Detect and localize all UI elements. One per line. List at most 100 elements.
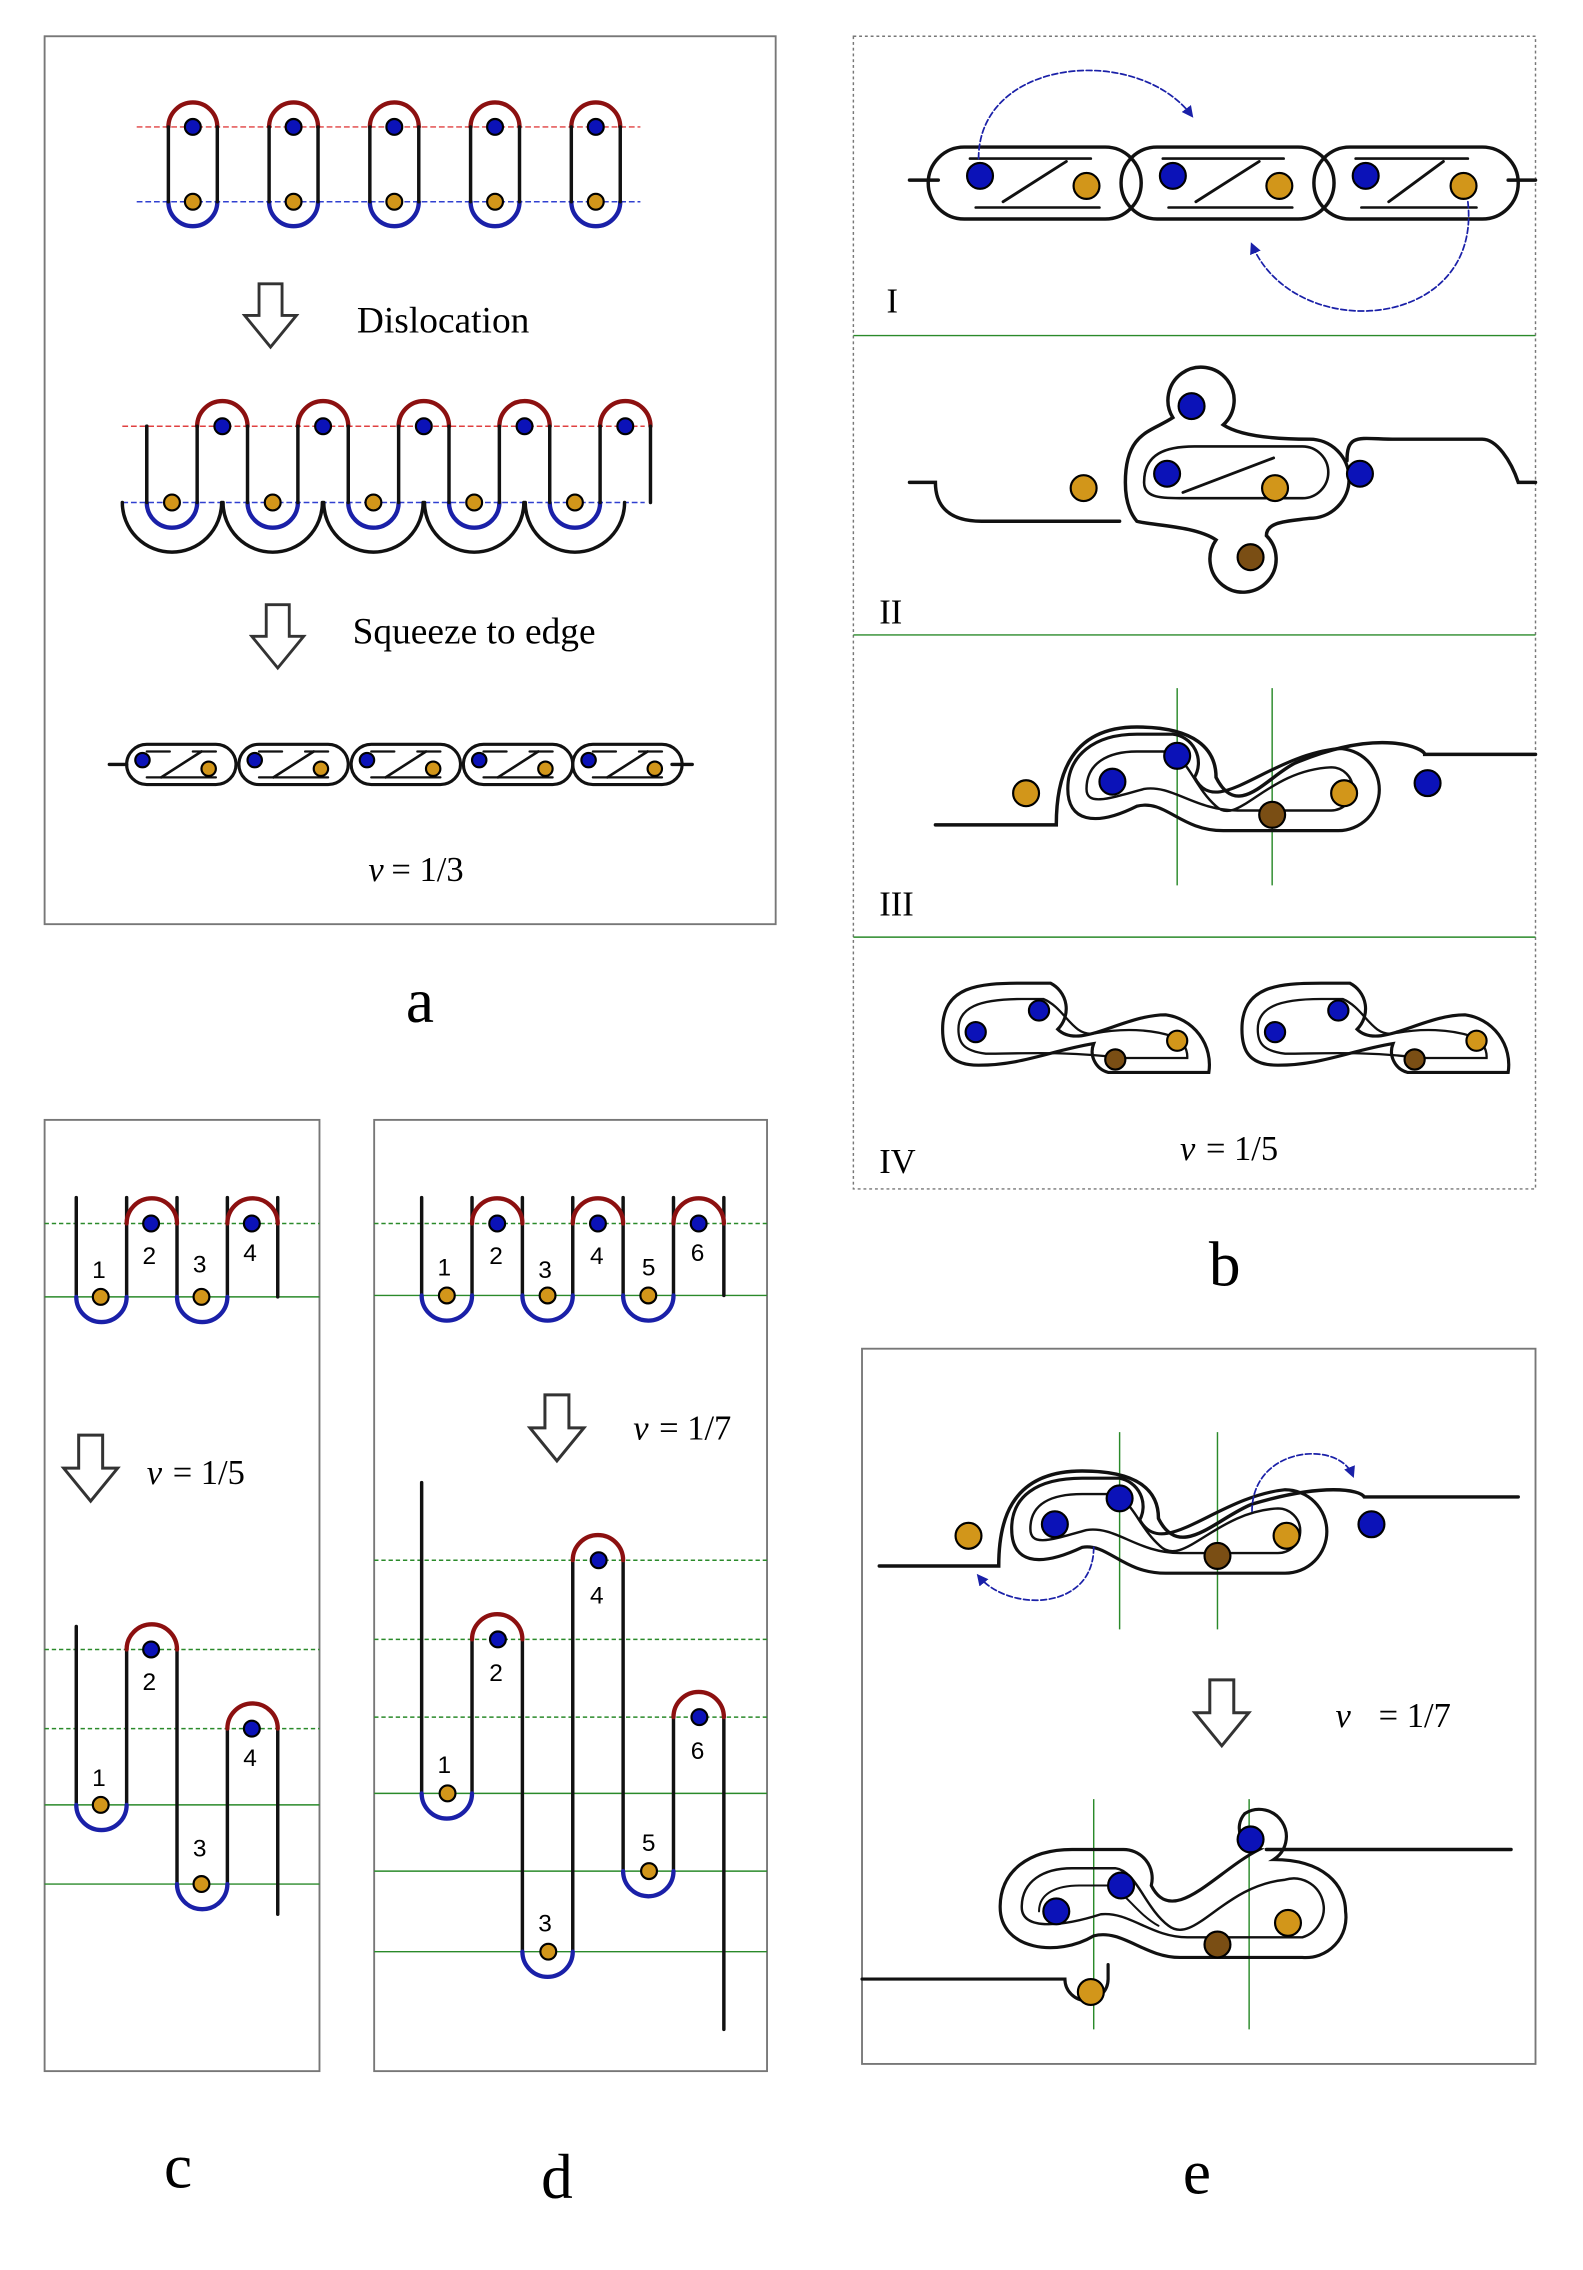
squeezed-inner-loop: [257, 750, 330, 779]
red-loop-arc: [225, 1196, 280, 1226]
red-loop-arc: [569, 100, 623, 130]
blue-loop-arc: [174, 1881, 230, 1912]
blue-charge: [1027, 999, 1051, 1022]
blue-charge: [1413, 769, 1442, 798]
blue-charge: [246, 751, 263, 769]
outer-loop: [1119, 145, 1336, 221]
nu-value: = 1/5: [173, 1454, 245, 1492]
outer-loop: [1123, 365, 1351, 594]
brown-charge: [1203, 1930, 1232, 1959]
hidden: [523, 500, 627, 554]
hidden: [221, 500, 325, 554]
charge-number: 2: [489, 1660, 503, 1687]
stage-1-chain: [907, 69, 1538, 312]
outer-loop: [998, 1807, 1348, 1960]
hop-arrow: [976, 1546, 1095, 1602]
orange-charge: [1265, 171, 1294, 200]
panel-b: I II III IV v = 1/5: [852, 35, 1538, 1190]
a-top-loops: [166, 100, 623, 229]
blue-charge: [588, 1214, 607, 1233]
orange-charge: [586, 192, 605, 211]
nu-symbol: v: [1335, 1697, 1351, 1735]
orange-charge: [1465, 1029, 1488, 1052]
blue-loop-arc: [419, 1293, 475, 1323]
chain-line: [933, 725, 1538, 827]
orange-charge: [162, 493, 181, 512]
blue-charge: [1163, 741, 1192, 770]
red-loop-arc: [266, 100, 321, 130]
blue-charge: [486, 117, 505, 136]
stage-2-chain: [907, 365, 1538, 594]
orange-charge: [1076, 1977, 1105, 2007]
blue-charge: [1107, 1871, 1136, 1900]
red-loop-arc: [468, 100, 522, 130]
hidden: [120, 500, 224, 554]
charge-number: 4: [243, 1745, 257, 1772]
blue-charge: [1040, 1510, 1069, 1539]
squeeze-label: Squeeze to edge: [353, 612, 596, 653]
red-loop-arc: [295, 398, 351, 429]
charge-number: 6: [691, 1738, 705, 1765]
blue-charge: [689, 1214, 708, 1233]
squeezed-outer-loop: [349, 742, 463, 787]
blue-loop-arc: [74, 1294, 129, 1325]
blue-charge: [488, 1214, 507, 1233]
inner-loop: [1354, 157, 1478, 209]
panel-d-border: [373, 1118, 768, 2073]
red-loop-arc: [124, 1196, 180, 1226]
blue-loop-arc: [144, 500, 200, 530]
orange-charge: [200, 760, 217, 778]
blue-charge: [358, 751, 376, 769]
charge-number: 1: [437, 1254, 451, 1281]
stage-label-4: IV: [879, 1143, 915, 1181]
orange-charge: [424, 760, 442, 778]
blue-loop-arc: [547, 500, 603, 530]
squeezed-outer-loop: [125, 742, 238, 787]
e-top-chain: [877, 1432, 1520, 1630]
outer-loop: [1010, 1476, 1329, 1575]
squeezed-inner-loop: [370, 750, 442, 779]
chain-line: [877, 1469, 1520, 1568]
blue-loop-arc: [419, 1791, 475, 1821]
red-loop-arc: [166, 100, 220, 130]
blue-loop-arc: [520, 1293, 575, 1323]
panel-c-border: [43, 1118, 321, 2073]
orange-charge: [539, 1942, 558, 1961]
hidden: [422, 500, 526, 554]
nu-symbol: v: [368, 851, 384, 889]
blue-loop-arc: [520, 1949, 575, 1979]
charge-number: 3: [538, 1911, 552, 1938]
blue-charge: [183, 117, 202, 136]
charge-number: 1: [92, 1257, 106, 1284]
orange-charge: [192, 1287, 211, 1306]
charge-number: 2: [142, 1669, 156, 1696]
down-arrow-icon: [62, 1433, 120, 1503]
outer-loop: [941, 981, 1211, 1074]
charge-number: 4: [590, 1243, 604, 1270]
blue-loop-arc: [367, 199, 421, 229]
orange-charge: [465, 493, 484, 512]
outer-loop: [1312, 145, 1520, 221]
blue-charge: [1098, 767, 1127, 796]
blue-charge: [1177, 392, 1206, 421]
squeezed-inner-loop: [591, 750, 664, 779]
orange-charge: [486, 192, 505, 211]
orange-charge: [1330, 779, 1359, 808]
hop-arrow: [977, 69, 1194, 160]
nu-symbol: v: [1180, 1130, 1196, 1168]
orange-charge: [364, 493, 383, 512]
squeezed-outer-loop: [571, 742, 684, 787]
outer-loop: [926, 145, 1143, 221]
orange-charge: [1012, 779, 1041, 808]
red-loop-arc: [570, 1532, 626, 1563]
blue-charge: [134, 751, 151, 769]
red-loop-arc: [124, 1622, 180, 1652]
orange-charge: [646, 760, 664, 778]
brown-charge: [1203, 1541, 1232, 1570]
squeezed-outer-loop: [461, 742, 575, 787]
brown-charge: [1236, 543, 1265, 572]
blue-charge: [242, 1719, 261, 1738]
panel-a-border: [43, 35, 777, 926]
